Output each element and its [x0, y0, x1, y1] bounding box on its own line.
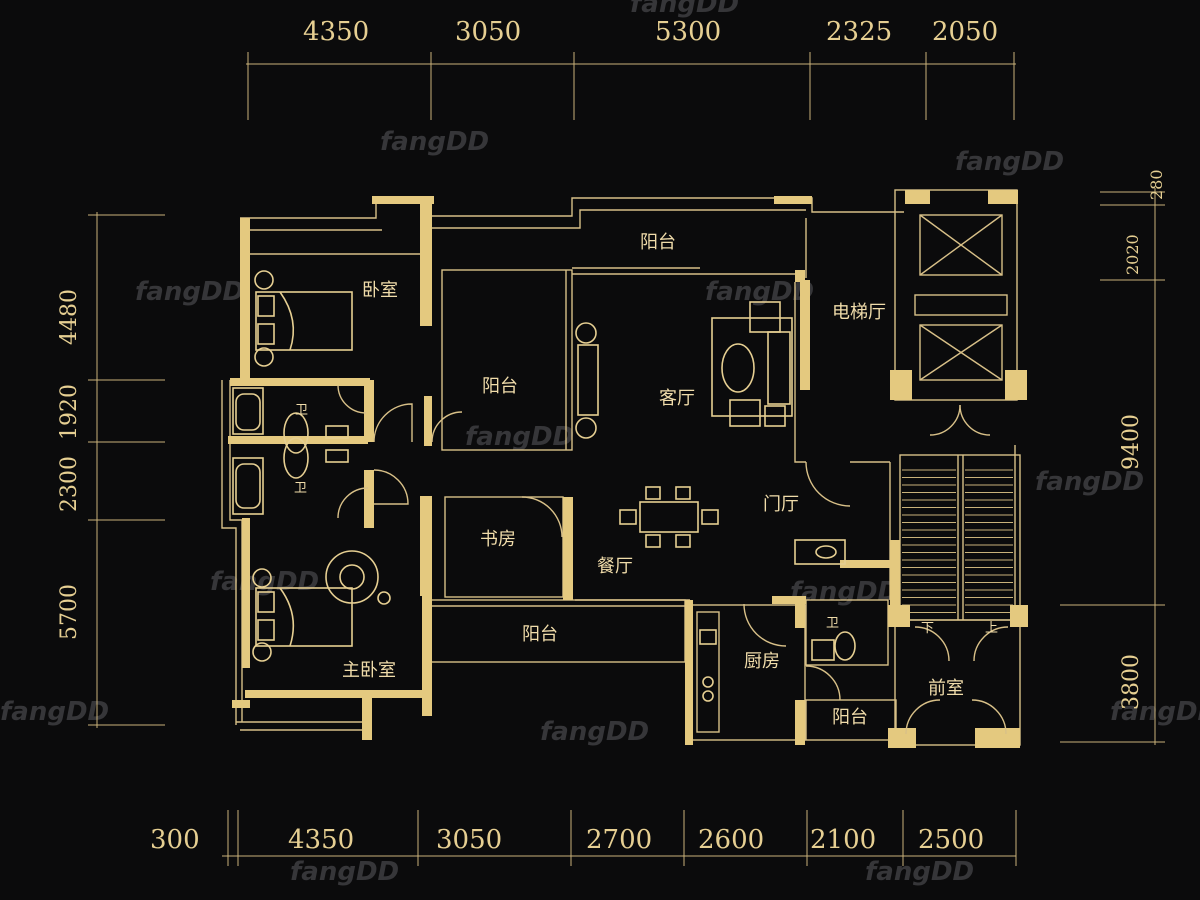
dim-right-4: 3800 [1119, 654, 1144, 710]
dim-left-4: 5700 [57, 584, 82, 640]
dim-top-3: 5300 [655, 17, 721, 47]
dim-right-1: 280 [1147, 169, 1166, 200]
watermark-brand: fangDD [955, 147, 1064, 177]
room-balcony-small: 阳台 [832, 707, 868, 728]
room-kitchen: 厨房 [744, 651, 780, 672]
stair-down-label: 下 [921, 621, 934, 636]
room-labels: 卧室 阳台 阳台 客厅 电梯厅 书房 餐厅 门厅 阳台 主卧室 厨房 阳台 前室… [294, 232, 998, 728]
dim-right-3: 9400 [1119, 414, 1144, 470]
stair-up-label: 上 [985, 621, 998, 636]
dim-bottom-4: 2700 [586, 825, 652, 855]
watermark-brand: fangDD [290, 857, 399, 887]
dim-left-3: 2300 [57, 456, 82, 512]
door-swings [337, 384, 1009, 735]
staircase [902, 469, 1013, 613]
room-bath-1: 卫 [295, 403, 308, 418]
room-study: 书房 [480, 529, 516, 550]
right-dimensions: 280 2020 9400 3800 [1119, 169, 1166, 710]
dim-bottom-7: 2500 [918, 825, 984, 855]
dim-bottom-6: 2100 [810, 825, 876, 855]
dim-bottom-3: 3050 [436, 825, 502, 855]
dim-top-4: 2325 [826, 17, 892, 47]
dim-left-2: 1920 [57, 384, 82, 440]
watermark-brand: fangDD [630, 0, 739, 19]
watermark-brand: fangDD [1035, 467, 1144, 497]
dim-right-2: 2020 [1123, 234, 1142, 275]
dim-left-1: 4480 [57, 289, 82, 345]
room-bath-3: 卫 [826, 616, 839, 631]
room-master-bedroom: 主卧室 [342, 660, 396, 681]
room-elevator-hall: 电梯厅 [832, 302, 886, 323]
watermark-brand: fangDD [135, 277, 244, 307]
room-foyer: 门厅 [763, 494, 799, 515]
dim-top-2: 3050 [455, 17, 521, 47]
room-balcony-mid: 阳台 [482, 376, 518, 397]
watermark-brand: fangDD [790, 577, 899, 607]
walls [228, 190, 1028, 748]
furniture [232, 270, 856, 702]
room-bath-2: 卫 [294, 481, 307, 496]
watermark-brand: fangDD [465, 422, 574, 452]
dim-bottom-1: 300 [150, 825, 200, 855]
watermark-brand: fangDD [380, 127, 489, 157]
room-balcony-top: 阳台 [640, 232, 676, 253]
dim-bottom-2: 4350 [288, 825, 354, 855]
dimension-lines [88, 52, 1165, 866]
bottom-dimensions: 300 4350 3050 2700 2600 2100 2500 [150, 825, 984, 855]
room-anteroom: 前室 [928, 678, 964, 699]
dim-top-1: 4350 [303, 17, 369, 47]
room-bedroom: 卧室 [362, 280, 398, 301]
watermark-brand: fangDD [865, 857, 974, 887]
dim-bottom-5: 2600 [698, 825, 764, 855]
room-dining: 餐厅 [597, 556, 633, 577]
watermark-brand: fangDD [0, 697, 109, 727]
left-dimensions: 4480 1920 2300 5700 [57, 289, 82, 640]
watermark-brand: fangDD [540, 717, 649, 747]
top-dimensions: 4350 3050 5300 2325 2050 [303, 17, 998, 47]
dim-top-5: 2050 [932, 17, 998, 47]
room-balcony-bottom: 阳台 [522, 624, 558, 645]
room-living: 客厅 [659, 388, 695, 409]
partition-lines [221, 189, 1021, 746]
